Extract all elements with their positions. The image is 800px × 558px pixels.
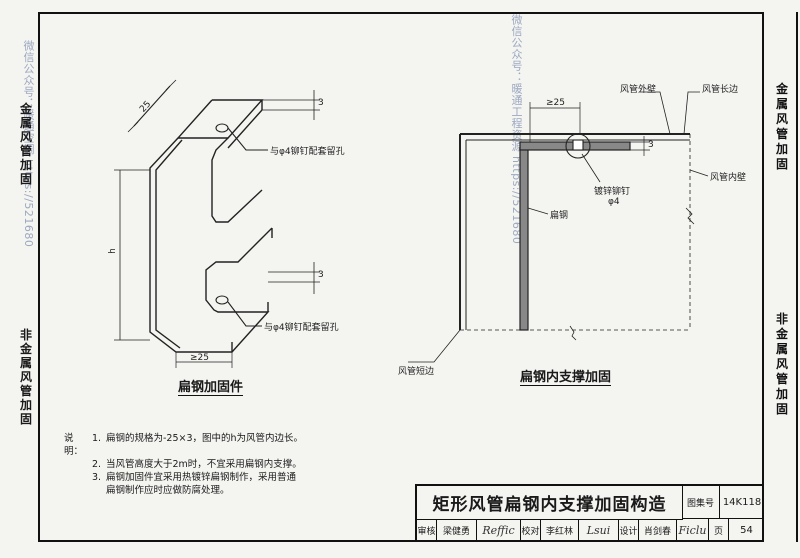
note-row-1: 说明： 1. 扁钢的规格为-25×3，图中的h为风管内边长。 xyxy=(64,433,304,457)
check-signature: Lsui xyxy=(579,519,619,542)
left-figure-caption: 扁钢加固件 xyxy=(178,376,244,396)
left-margin-metal-label: 金属风管加固 xyxy=(19,102,32,186)
label-duct-outer: 风管外壁 xyxy=(620,85,657,95)
note-row-3: 3. 扁钢加固件宜采用热镀锌扁钢制作，采用普通 xyxy=(92,472,297,483)
note-text: 扁钢的规格为-25×3，图中的h为风管内边长。 xyxy=(106,433,304,444)
rivet-hole-top xyxy=(215,123,229,133)
atlas-label: 图集号 xyxy=(682,486,720,519)
review-name: 梁健勇 xyxy=(437,519,477,542)
label-duct-short: 风管短边 xyxy=(398,367,435,377)
page-number: 54 xyxy=(740,525,753,536)
rivet-circle xyxy=(565,133,591,159)
dim-25-right: ≥25 xyxy=(546,98,565,108)
drawing-frame xyxy=(38,12,764,542)
right-figure-caption: 扁钢内支撑加固 xyxy=(520,366,612,386)
duct-section xyxy=(459,133,691,331)
check-label: 校对 xyxy=(521,519,541,542)
rivet-hole-bottom xyxy=(215,295,229,305)
note-row-4: 扁钢制作应时应做防腐处理。 xyxy=(64,484,394,497)
flat-steel-support xyxy=(519,141,631,331)
dim-3-right: 3 xyxy=(648,140,654,150)
label-duct-long: 风管长边 xyxy=(702,85,739,95)
watermark-left: 微信公众号：暖通空调 https://521680 xyxy=(22,40,35,248)
left-margin-nonmetal-label: 非金属风管加固 xyxy=(19,328,32,426)
note-text: 当风管高度大于2m时，不宜采用扁钢内支撑。 xyxy=(106,459,302,470)
label-duct-inner: 风管内壁 xyxy=(710,173,747,183)
check-name: 李红林 xyxy=(541,519,579,542)
review-signature: Reffic xyxy=(477,519,521,542)
dim-3-bottom: 3 xyxy=(318,270,324,280)
hole-label-top: 与φ4铆钉配套留孔 xyxy=(270,147,345,157)
note-text: 扁钢加固件宜采用热镀锌扁钢制作，采用普通 xyxy=(106,472,297,483)
side-label-nonmetal: 非金属风管加固 xyxy=(775,312,788,416)
title-block: 矩形风管扁钢内支撑加固构造 图集号 14K118 审核 梁健勇 Reffic 校… xyxy=(415,484,764,542)
hole-label-bottom: 与φ4铆钉配套留孔 xyxy=(264,323,339,333)
side-label-metal: 金属风管加固 xyxy=(775,82,788,171)
notes-prefix: 说明： xyxy=(64,433,84,457)
design-signature: Ficlu xyxy=(677,519,709,542)
dim-3-top: 3 xyxy=(318,98,324,108)
label-flat-steel: 扁钢 xyxy=(550,211,569,221)
note-row-2: 2. 当风管高度大于2m时，不宜采用扁钢内支撑。 xyxy=(92,459,302,470)
page-label: 页 xyxy=(709,519,729,542)
drawing-title: 矩形风管扁钢内支撑加固构造 xyxy=(417,486,683,520)
notes: 说明： 1. 扁钢的规格为-25×3，图中的h为风管内边长。 2. 当风管高度大… xyxy=(64,432,394,497)
note-text: 扁钢制作应时应做防腐处理。 xyxy=(106,485,230,496)
label-rivet: 镀锌铆钉 xyxy=(594,187,631,197)
side-strip: 金属风管加固 非金属风管加固 xyxy=(764,12,798,542)
design-name: 肖剑春 xyxy=(639,519,677,542)
design-label: 设计 xyxy=(619,519,639,542)
review-label: 审核 xyxy=(417,519,437,542)
dim-25-bottom: ≥25 xyxy=(190,353,209,363)
flat-steel-bracket xyxy=(149,99,273,353)
label-rivet-size: φ4 xyxy=(608,197,620,207)
atlas-number: 14K118 xyxy=(720,486,764,519)
dim-h: h xyxy=(107,248,118,254)
